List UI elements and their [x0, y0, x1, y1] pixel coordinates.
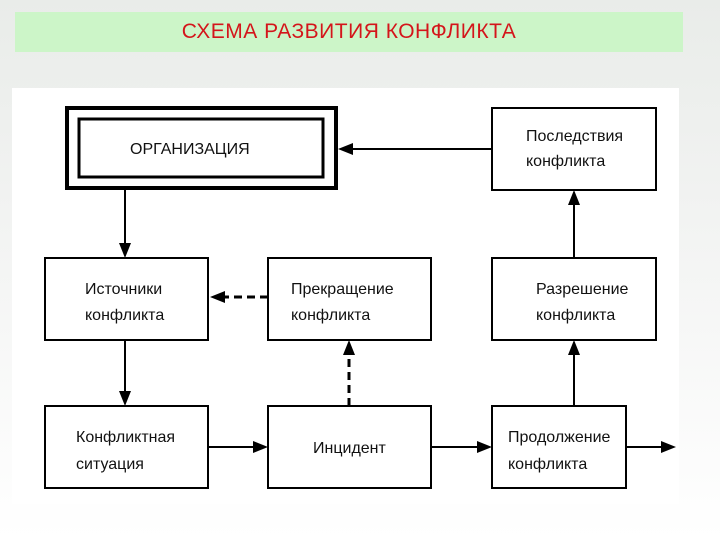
node-organization-label-0: ОРГАНИЗАЦИЯ: [130, 141, 250, 158]
node-termination-label-1: конфликта: [291, 307, 370, 324]
edge-consequences-organization: [338, 143, 492, 155]
node-consequences-label-1: конфликта: [526, 153, 605, 170]
diagram-panel: ОРГАНИЗАЦИЯ Последствия конфликта Источн…: [12, 88, 679, 504]
node-consequences: Последствия конфликта: [491, 107, 657, 191]
node-termination-label-0: Прекращение: [291, 281, 394, 298]
page-title: СХЕМА РАЗВИТИЯ КОНФЛИКТА: [181, 20, 517, 43]
edge-incident-continuation: [431, 441, 492, 453]
node-situation-label-1: ситуация: [76, 456, 144, 473]
edge-sources-situation: [119, 340, 131, 406]
edge-organization-sources: [119, 190, 131, 258]
node-consequences-label-0: Последствия: [526, 128, 623, 145]
node-resolution: Разрешение конфликта: [491, 257, 657, 341]
node-continuation-label-0: Продолжение: [508, 429, 611, 446]
node-sources-label-1: конфликта: [85, 307, 164, 324]
conflict-diagram: ОРГАНИЗАЦИЯ Последствия конфликта Источн…: [44, 106, 676, 489]
node-termination: Прекращение конфликта: [267, 257, 432, 341]
edge-incident-termination: [343, 340, 355, 406]
title-banner: СХЕМА РАЗВИТИЯ КОНФЛИКТА: [15, 12, 683, 52]
edge-termination-sources: [210, 291, 268, 303]
node-situation-label-0: Конфликтная: [76, 429, 175, 446]
edge-continuation-outward: [626, 441, 676, 453]
node-situation: Конфликтная ситуация: [44, 405, 209, 489]
node-incident: Инцидент: [267, 405, 432, 489]
node-continuation: Продолжение конфликта: [491, 405, 627, 489]
edge-continuation-resolution: [568, 340, 580, 406]
edge-situation-incident: [208, 441, 268, 453]
node-organization: ОРГАНИЗАЦИЯ: [65, 106, 338, 190]
node-sources: Источники конфликта: [44, 257, 209, 341]
node-incident-label-0: Инцидент: [313, 440, 387, 457]
node-resolution-label-0: Разрешение: [536, 281, 629, 298]
node-sources-label-0: Источники: [85, 281, 162, 298]
edge-resolution-consequences: [568, 190, 580, 258]
node-continuation-label-1: конфликта: [508, 456, 587, 473]
node-resolution-label-1: конфликта: [536, 307, 615, 324]
